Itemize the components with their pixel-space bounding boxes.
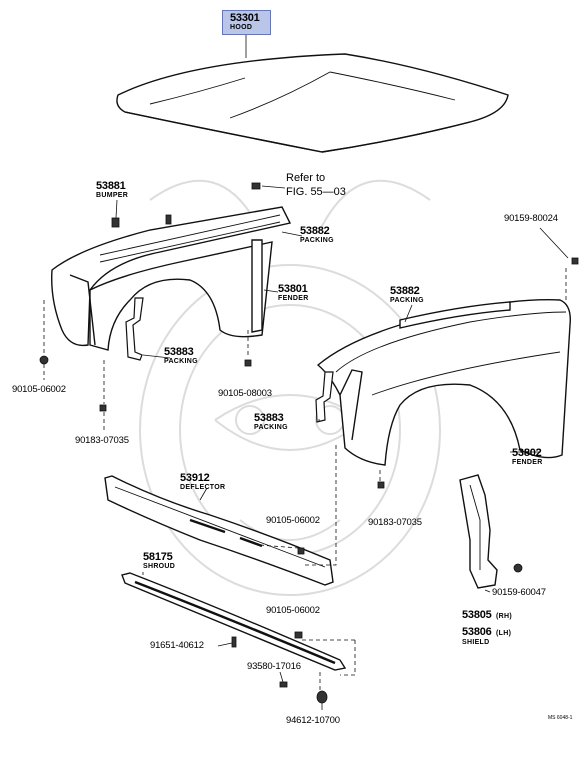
right-fender-part: [316, 299, 571, 466]
bolt-90105-06002-b-label[interactable]: 90105-06002: [266, 516, 320, 526]
deflector-label[interactable]: 53912 DEFLECTOR: [180, 472, 226, 492]
deflector-number: 53912: [180, 472, 210, 484]
clip-93580-17016-number: 93580-17016: [247, 661, 301, 672]
shroud-number: 58175: [143, 551, 173, 563]
clip-93580-17016-label[interactable]: 93580-17016: [247, 662, 301, 672]
diagram-code: MS 6048-1: [548, 715, 573, 721]
packing-left-low-label[interactable]: 53883 PACKING: [164, 346, 198, 366]
fender-left-name: FENDER: [278, 295, 309, 302]
hood-part-name: HOOD: [230, 24, 253, 31]
bumper-part-number: 53881: [96, 180, 126, 192]
shield-lh-number: 53806: [462, 626, 492, 638]
shield-name: SHIELD: [462, 639, 490, 646]
bolt-90105-06002-c-number: 90105-06002: [266, 605, 320, 616]
clip-94612-10700-number: 94612-10700: [286, 715, 340, 726]
bolt-90159-60047-number: 90159-60047: [492, 587, 546, 598]
shield-rh-number: 53805: [462, 609, 492, 621]
shield-part: [459, 474, 498, 589]
refer-line2: FIG. 55—03: [286, 186, 346, 198]
left-fender-part: [51, 206, 292, 351]
bumper-part-name: BUMPER: [96, 192, 129, 199]
nut-90183-07035-b-number: 90183-07035: [368, 517, 422, 528]
packing-left-top-number: 53882: [300, 225, 330, 237]
deflector-part: [104, 475, 334, 586]
hood-label[interactable]: 53301 HOOD: [230, 12, 260, 32]
bumper-label[interactable]: 53881 BUMPER: [96, 180, 129, 200]
packing-left-top-name: PACKING: [300, 237, 334, 244]
hardware-parts: [39, 182, 579, 704]
hood-part: [116, 53, 509, 153]
clip-91651-40612-number: 91651-40612: [150, 640, 204, 651]
bolt-90105-08003-label[interactable]: 90105-08003: [218, 389, 272, 399]
fender-right-label[interactable]: 53802 FENDER: [512, 447, 543, 467]
shield-label[interactable]: 53805 (RH) 53806 (LH) SHIELD: [462, 606, 513, 647]
bolt-90105-06002-b-number: 90105-06002: [266, 515, 320, 526]
packing-left-low-name: PACKING: [164, 358, 198, 365]
left-packing-part: [125, 297, 144, 361]
right-packing-part: [315, 371, 334, 423]
bolt-90105-06002-a-label[interactable]: 90105-06002: [12, 385, 66, 395]
fender-right-name: FENDER: [512, 459, 543, 466]
bolt-90105-06002-a-number: 90105-06002: [12, 384, 66, 395]
packing-right-low-label[interactable]: 53883 PACKING: [254, 412, 288, 432]
bolt-90105-06002-c-label[interactable]: 90105-06002: [266, 606, 320, 616]
fender-left-label[interactable]: 53801 FENDER: [278, 283, 309, 303]
bolt-90159-60047-label[interactable]: 90159-60047: [492, 588, 546, 598]
bolt-90105-08003-number: 90105-08003: [218, 388, 272, 399]
packing-right-low-number: 53883: [254, 412, 284, 424]
shroud-part: [121, 572, 347, 671]
shroud-label[interactable]: 58175 SHROUD: [143, 551, 176, 571]
packing-right-low-name: PACKING: [254, 424, 288, 431]
shield-rh-tag: (RH): [496, 613, 513, 620]
hood-part-number: 53301: [230, 12, 260, 24]
clip-91651-40612-label[interactable]: 91651-40612: [150, 641, 204, 651]
refer-line1: Refer to: [286, 172, 326, 184]
hood-highlight: [222, 10, 271, 35]
packing-right-top-number: 53882: [390, 285, 420, 297]
packing-right-top-label[interactable]: 53882 PACKING: [390, 285, 424, 305]
bolt-90159-80024-number: 90159-80024: [504, 213, 558, 224]
fender-left-number: 53801: [278, 283, 308, 295]
nut-90183-07035-b-label[interactable]: 90183-07035: [368, 518, 422, 528]
shield-lh-tag: (LH): [496, 630, 512, 637]
deflector-name: DEFLECTOR: [180, 484, 226, 491]
fender-right-number: 53802: [512, 447, 542, 459]
clip-94612-10700-label[interactable]: 94612-10700: [286, 716, 340, 726]
dashed-lines: [43, 268, 567, 690]
packing-right-top-name: PACKING: [390, 297, 424, 304]
leader-lines: [115, 185, 569, 710]
bolt-90159-80024-label[interactable]: 90159-80024: [504, 214, 558, 224]
refer-label[interactable]: Refer to FIG. 55—03: [286, 173, 346, 198]
packing-left-top-label[interactable]: 53882 PACKING: [300, 225, 334, 245]
nut-90183-07035-a-label[interactable]: 90183-07035: [75, 436, 129, 446]
shroud-name: SHROUD: [143, 563, 176, 570]
nut-90183-07035-a-number: 90183-07035: [75, 435, 129, 446]
packing-left-low-number: 53883: [164, 346, 194, 358]
